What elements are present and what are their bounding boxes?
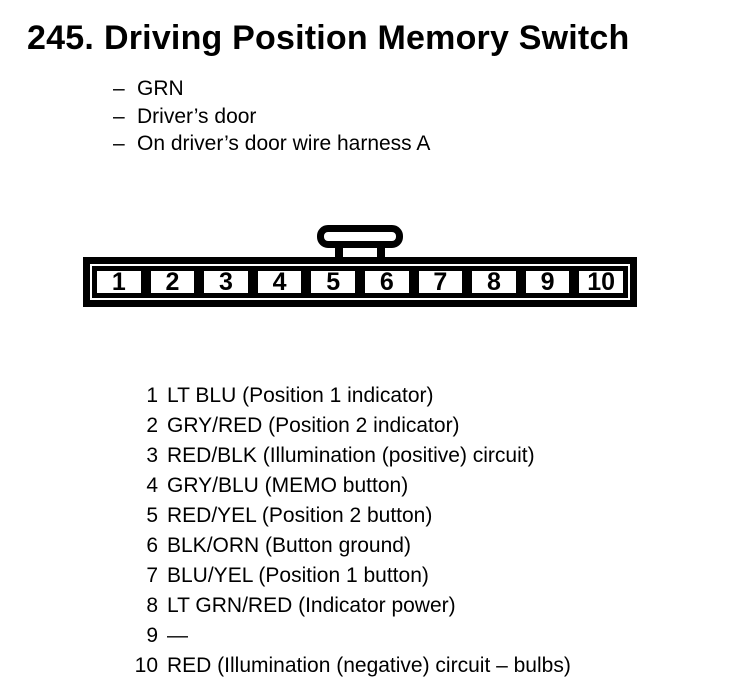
connector-pin-cell: 9 bbox=[520, 266, 575, 298]
connector-pin-number: 4 bbox=[272, 267, 287, 296]
connector-pin-cell: 1 bbox=[92, 266, 146, 298]
note-text: GRN bbox=[137, 77, 184, 100]
pinout-pin-number: 7 bbox=[146, 564, 158, 587]
pinout-row: 10 RED (Illumination (negative) circuit … bbox=[120, 651, 571, 681]
pinout-pin-number: 8 bbox=[146, 594, 158, 617]
pinout-pin-desc: — bbox=[167, 624, 188, 647]
note-item: – GRN bbox=[113, 75, 430, 103]
connector-pin-number: 10 bbox=[587, 267, 616, 296]
connector-shell: 1 2 3 4 5 6 7 8 9 10 bbox=[83, 257, 637, 307]
pinout-list: 1 LT BLU (Position 1 indicator) 2 GRY/RE… bbox=[120, 381, 571, 681]
connector-pin-cell: 6 bbox=[359, 266, 414, 298]
note-item: – On driver’s door wire harness A bbox=[113, 130, 430, 158]
pinout-row: 5 RED/YEL (Position 2 button) bbox=[120, 501, 571, 531]
connector-pin-number: 9 bbox=[540, 267, 555, 296]
pinout-pin-number: 2 bbox=[146, 414, 158, 437]
pinout-pin-number: 10 bbox=[134, 654, 158, 677]
connector-clip-icon bbox=[317, 225, 403, 248]
pinout-pin-number: 9 bbox=[146, 624, 158, 647]
note-dash: – bbox=[113, 132, 125, 155]
connector-pin-cell: 5 bbox=[306, 266, 360, 298]
connector-pin-cell: 2 bbox=[145, 266, 200, 298]
connector-pin-number: 5 bbox=[326, 267, 341, 296]
pinout-pin-number: 4 bbox=[146, 474, 158, 497]
pinout-pin-number: 5 bbox=[146, 504, 158, 527]
connector-pin-cell: 7 bbox=[413, 266, 468, 298]
pinout-row: 7 BLU/YEL (Position 1 button) bbox=[120, 561, 571, 591]
title-text: Driving Position Memory Switch bbox=[103, 19, 630, 57]
connector-pin-number: 7 bbox=[433, 267, 448, 296]
pinout-row: 8 LT GRN/RED (Indicator power) bbox=[120, 591, 571, 621]
page-title: 245.Driving Position Memory Switch bbox=[27, 21, 630, 55]
note-text: Driver’s door bbox=[137, 104, 257, 128]
connector-diagram: 1 2 3 4 5 6 7 8 9 10 bbox=[83, 225, 637, 307]
pinout-row: 3 RED/BLK (Illumination (positive) circu… bbox=[120, 441, 571, 471]
note-text: On driver’s door wire harness A bbox=[137, 132, 431, 155]
title-number: 245. bbox=[27, 19, 94, 57]
pinout-pin-desc: BLU/YEL (Position 1 button) bbox=[167, 564, 429, 587]
connector-clip-stem bbox=[335, 246, 385, 258]
connector-pin-cell: 3 bbox=[199, 266, 253, 298]
note-dash: – bbox=[113, 77, 125, 100]
notes-list: – GRN – Driver’s door – On driver’s door… bbox=[113, 75, 430, 158]
pinout-pin-desc: LT BLU (Position 1 indicator) bbox=[167, 384, 434, 407]
pinout-pin-desc: RED/BLK (Illumination (positive) circuit… bbox=[167, 444, 535, 467]
connector-pin-cell: 4 bbox=[252, 266, 307, 298]
pinout-pin-desc: RED (Illumination (negative) circuit – b… bbox=[167, 654, 571, 677]
pinout-row: 6 BLK/ORN (Button ground) bbox=[120, 531, 571, 561]
pinout-row: 4 GRY/BLU (MEMO button) bbox=[120, 471, 571, 501]
connector-pin-number: 6 bbox=[379, 267, 394, 296]
connector-pin-number: 1 bbox=[111, 267, 126, 296]
note-dash: – bbox=[113, 104, 125, 128]
pinout-pin-desc: GRY/BLU (MEMO button) bbox=[167, 474, 409, 497]
pinout-pin-desc: RED/YEL (Position 2 button) bbox=[167, 504, 433, 527]
pinout-pin-desc: BLK/ORN (Button ground) bbox=[167, 534, 411, 557]
pinout-pin-desc: GRY/RED (Position 2 indicator) bbox=[167, 414, 460, 437]
connector-pin-cell: 8 bbox=[467, 266, 521, 298]
note-item: – Driver’s door bbox=[113, 103, 430, 131]
connector-pin-number: 2 bbox=[165, 267, 180, 296]
pinout-row: 9 — bbox=[120, 621, 571, 651]
pinout-row: 2 GRY/RED (Position 2 indicator) bbox=[120, 411, 571, 441]
pinout-pin-number: 3 bbox=[146, 444, 158, 467]
connector-pin-number: 3 bbox=[219, 267, 233, 296]
pinout-pin-desc: LT GRN/RED (Indicator power) bbox=[167, 594, 456, 617]
connector-pin-cell: 10 bbox=[574, 266, 628, 298]
pinout-row: 1 LT BLU (Position 1 indicator) bbox=[120, 381, 571, 411]
connector-pin-number: 8 bbox=[487, 267, 501, 296]
pinout-pin-number: 6 bbox=[146, 534, 158, 557]
pinout-pin-number: 1 bbox=[146, 384, 158, 407]
